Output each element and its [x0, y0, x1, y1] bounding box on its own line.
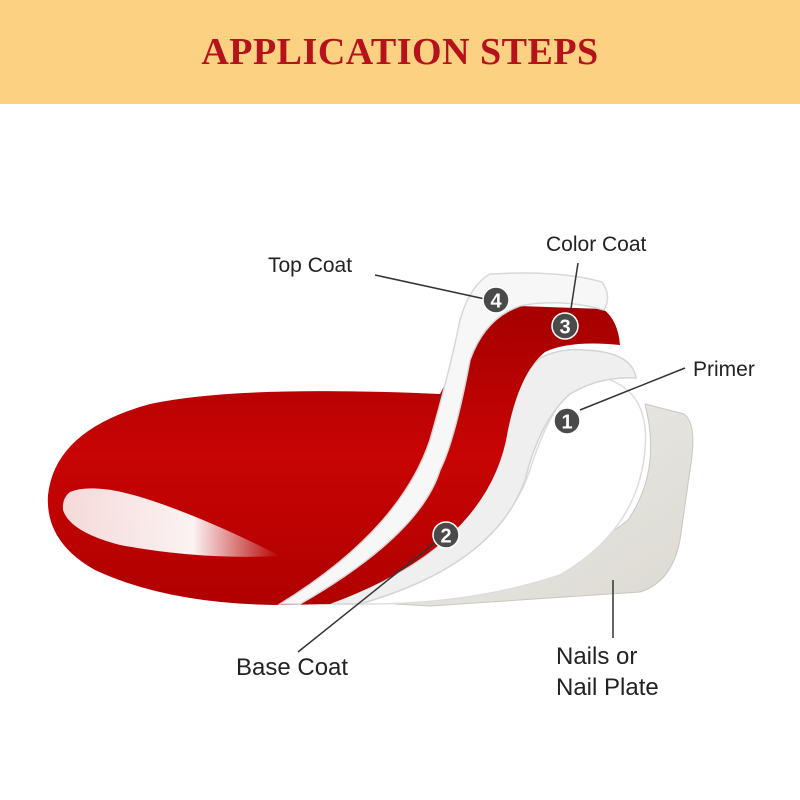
label-primer: Primer	[693, 358, 755, 381]
label-color-coat: Color Coat	[546, 233, 647, 256]
page-title: APPLICATION STEPS	[201, 31, 599, 73]
label-nail-plate-line1: Nails or	[556, 643, 638, 670]
marker-primer: 1	[553, 407, 581, 435]
leader-line-color-coat	[569, 262, 579, 316]
gloss-highlight-shape	[62, 488, 281, 557]
nail-layers-diagram: 1 2 3 4	[47, 262, 694, 653]
leader-line-base-coat	[297, 539, 439, 653]
leader-line-primer	[579, 367, 686, 411]
header-banner: APPLICATION STEPS	[0, 0, 800, 104]
leader-line-top-coat	[374, 274, 486, 300]
label-nail-plate-line2: Nail Plate	[556, 674, 659, 701]
marker-primer-number: 1	[561, 412, 572, 434]
marker-top-coat-number: 4	[490, 291, 502, 313]
label-top-coat: Top Coat	[268, 254, 353, 277]
marker-top-coat: 4	[482, 286, 510, 314]
marker-base-coat: 2	[432, 521, 460, 549]
marker-color-coat-number: 3	[559, 317, 570, 339]
marker-color-coat: 3	[551, 312, 579, 340]
label-base-coat: Base Coat	[236, 654, 349, 681]
marker-base-coat-number: 2	[440, 526, 451, 548]
top-coat-layer-shape	[277, 272, 609, 605]
